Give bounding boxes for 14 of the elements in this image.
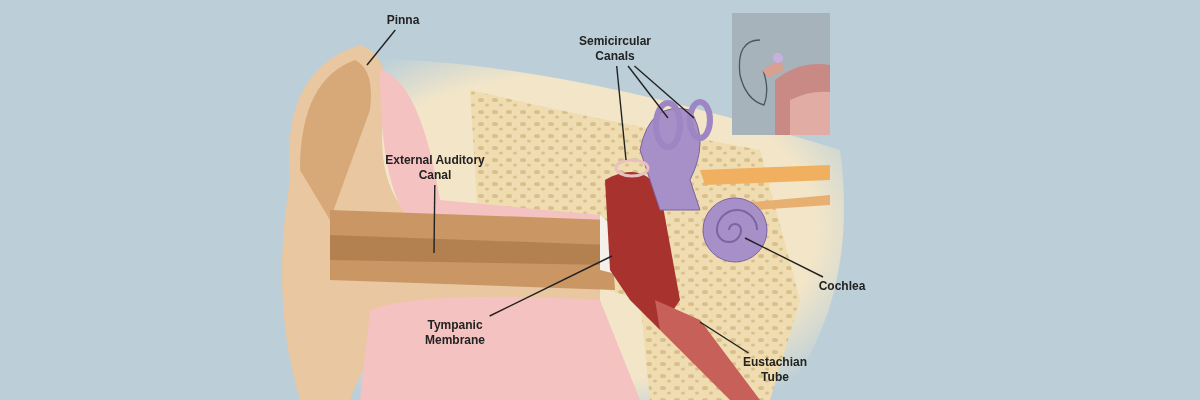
- leader-line: [366, 29, 396, 66]
- leader-line: [488, 255, 613, 317]
- part-label: Cochlea: [812, 279, 872, 294]
- leader-line: [433, 184, 436, 254]
- part-label: Semicircular Canals: [560, 34, 670, 64]
- leader-line: [615, 65, 627, 161]
- leader-line: [627, 65, 669, 119]
- leader-line: [744, 237, 824, 278]
- part-label: Pinna: [378, 13, 428, 28]
- leader-line: [633, 65, 695, 119]
- part-label: Tympanic Membrane: [400, 318, 510, 348]
- part-label: Eustachian Tube: [735, 355, 815, 385]
- part-label: External Auditory Canal: [385, 153, 485, 183]
- leader-line: [699, 321, 750, 354]
